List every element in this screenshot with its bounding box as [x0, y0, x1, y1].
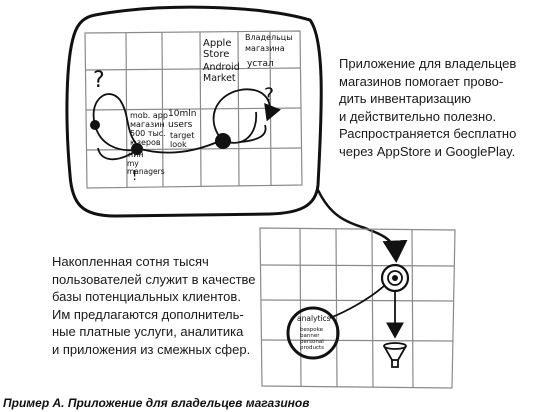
note-line: юзеров — [130, 138, 161, 147]
note-line: устал — [247, 59, 274, 69]
note-line: магазина — [245, 44, 285, 53]
note-line: нин — [128, 150, 144, 159]
top-node-right — [215, 133, 231, 149]
note-line: Apple — [203, 38, 231, 49]
exclamation-mark: ! — [132, 169, 137, 184]
note-analytics: analytics — [297, 314, 331, 323]
note-line: target — [170, 131, 194, 140]
note-line: Android — [203, 62, 240, 73]
bottom-grid-board — [259, 227, 456, 389]
left-paragraph: Накопленная сотня тысяч пользователей сл… — [52, 254, 256, 357]
note-owners: Владельцы магазина — [245, 33, 293, 53]
note-line: Market — [203, 73, 236, 84]
note-line: Store — [203, 49, 229, 60]
top-node-center — [131, 143, 143, 155]
note-line: 500 тыс. — [130, 129, 166, 138]
note-line: products — [300, 345, 324, 351]
question-mark-right: ? — [264, 84, 274, 106]
note-line: analytics — [297, 314, 331, 323]
note-line: bespoke — [300, 327, 324, 333]
note-line: 10mln — [168, 109, 196, 119]
note-line: banner — [300, 333, 320, 339]
note-line: personal — [300, 339, 324, 345]
note-line: Владельцы — [245, 33, 293, 42]
top-sketch-frame — [65, 5, 323, 218]
funnel-icon — [383, 342, 407, 368]
top-node-left — [90, 120, 100, 130]
top-right-paragraph: Приложение для владельцев магазинов помо… — [339, 56, 517, 159]
figure-caption: Пример А. Приложение для владельцев мага… — [3, 396, 310, 410]
connector-arrow — [316, 189, 408, 263]
note-line: managers — [127, 167, 165, 176]
note-line: look — [170, 140, 187, 149]
bottom-flow-lines — [329, 285, 404, 339]
note-line: магазин — [130, 120, 165, 129]
note-installed: устал — [247, 59, 274, 69]
note-nin: нин — [128, 150, 144, 159]
note-line: mob. app — [130, 111, 168, 120]
analytics-circle — [286, 306, 340, 360]
note-line: users — [168, 120, 193, 130]
note-line: my — [127, 159, 139, 168]
question-mark-left: ? — [93, 68, 105, 93]
target-node — [380, 263, 410, 293]
